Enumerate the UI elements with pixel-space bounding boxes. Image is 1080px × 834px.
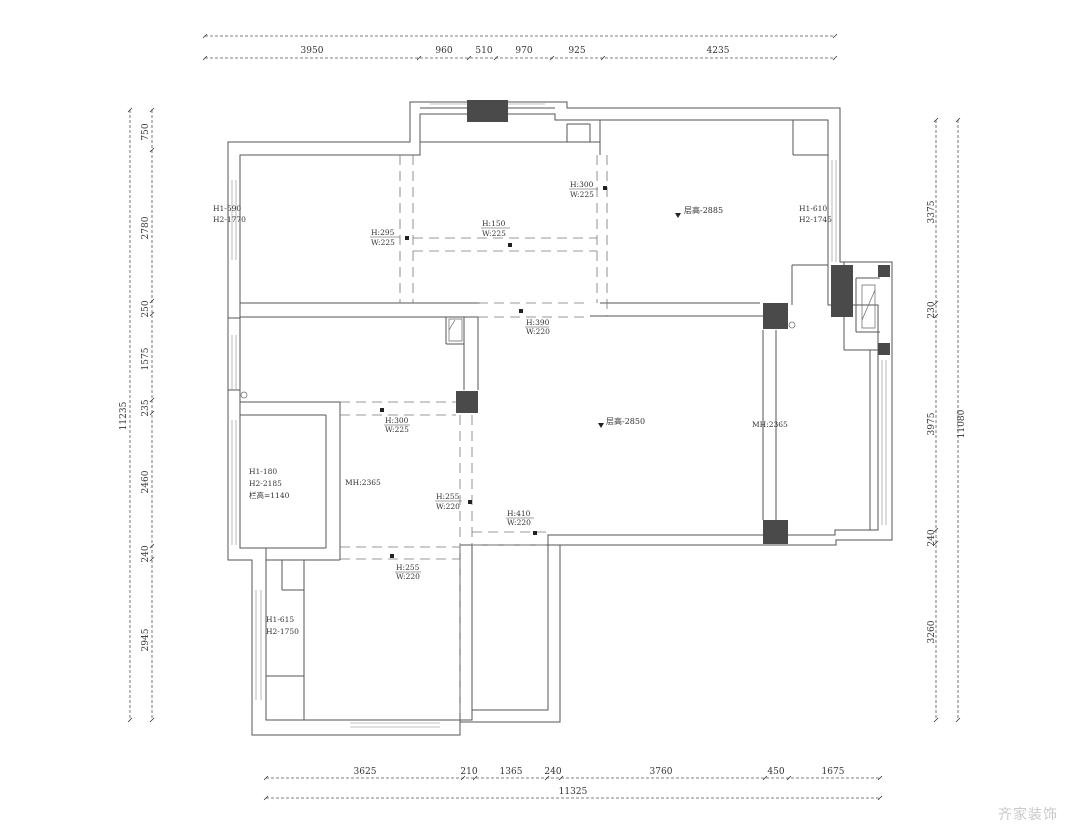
dim-top-2: 960 [435, 46, 452, 56]
beam-label-h: H:300 [570, 180, 594, 189]
label-bay-h1-180: H1-180 [249, 467, 277, 476]
beam-label-w: W:225 [385, 425, 409, 434]
column-bay-top [878, 265, 890, 277]
beam-label-h: H:295 [371, 228, 395, 237]
beam-label-h: H:255 [436, 492, 460, 501]
fixtures [240, 284, 876, 399]
dim-right-3: 3975 [927, 412, 937, 435]
label-bay-h2-2185: H2-2185 [249, 479, 282, 488]
beam-label-underlines [370, 188, 598, 573]
dim-bottom-4: 240 [544, 767, 561, 777]
dim-bottom-6: 450 [767, 767, 784, 777]
dimension-texts: 3950 960 510 970 925 4235 3625 210 1365 … [119, 46, 967, 797]
dim-right-total: 11080 [957, 409, 967, 438]
label-window-h1-590: H1-590 [213, 204, 241, 213]
dim-bottom-2: 210 [460, 767, 477, 777]
label-window-h2-1750: H2-1750 [266, 627, 299, 636]
dim-left-5: 235 [141, 399, 151, 416]
label-window-h1-610: H1-610 [799, 204, 827, 213]
dim-right-5: 3260 [927, 620, 937, 643]
dimension-lines [127, 33, 961, 801]
dim-left-1: 750 [141, 123, 151, 140]
dim-bottom-3: 1365 [500, 767, 523, 777]
dim-left-total: 11235 [119, 401, 129, 430]
dim-top-6: 4235 [707, 46, 730, 56]
dim-top-4: 970 [515, 46, 532, 56]
dim-bottom-1: 3625 [354, 767, 377, 777]
room-labels: H1-590 H2-1770 H1-610 H2-1745 H1-180 H2-… [213, 204, 832, 636]
ceiling-markers [598, 213, 681, 428]
beam-label-w: W:220 [396, 572, 420, 581]
beam-label-w: W:225 [482, 229, 506, 238]
dim-bottom-5: 3760 [650, 767, 673, 777]
beam-lines [340, 155, 608, 720]
label-ceiling-2850: 层高-2850 [606, 416, 645, 426]
dim-left-2: 2780 [141, 216, 151, 239]
beam-label-h: H:255 [396, 563, 420, 572]
beam-label-h: H:410 [507, 509, 531, 518]
beam-label-w: W:220 [507, 518, 531, 527]
beam-label-h: H:390 [526, 318, 550, 327]
dim-top-1: 3950 [301, 46, 324, 56]
label-door-mh-left: MH:2365 [345, 478, 381, 487]
dim-left-7: 240 [141, 545, 151, 562]
beam-markers [380, 186, 607, 558]
beam-label-w: W:225 [371, 238, 395, 247]
inner-wall [239, 113, 879, 721]
dim-right-1: 3375 [927, 200, 937, 223]
label-ceiling-2885: 层高-2885 [684, 205, 723, 215]
column-center [456, 391, 478, 413]
outer-wall [227, 101, 893, 736]
beam-label-h: H:150 [482, 219, 506, 228]
beam-label-w: W:220 [526, 327, 550, 336]
dim-left-4: 1575 [141, 347, 151, 370]
beam-label-w: W:220 [436, 502, 460, 511]
column-bay-bottom [878, 343, 890, 355]
column-right-upper [763, 303, 788, 329]
label-window-h2-1745: H2-1745 [799, 215, 832, 224]
columns [456, 100, 890, 544]
dim-top-5: 925 [568, 46, 585, 56]
label-window-h1-615: H1-615 [266, 615, 294, 624]
dim-top-3: 510 [475, 46, 492, 56]
watermark: 齐家装饰 [998, 807, 1058, 823]
column-right-lower [763, 520, 788, 544]
label-door-mh-right: MH:2365 [752, 420, 788, 429]
dim-left-3: 250 [141, 300, 151, 317]
dim-left-8: 2945 [141, 628, 151, 651]
walls [227, 101, 893, 736]
dim-left-6: 2460 [141, 470, 151, 493]
dim-bottom-7: 1675 [822, 767, 845, 777]
label-bay-rail-1140: 栏高=1140 [249, 490, 290, 500]
beam-label-w: W:225 [570, 190, 594, 199]
column-bay-left [831, 265, 853, 317]
column-top [467, 100, 508, 122]
dim-right-4: 240 [927, 529, 937, 546]
window-lines [231, 103, 887, 728]
dim-bottom-total: 11325 [559, 787, 588, 797]
beam-labels: H:300 W:225 H:295 W:225 H:150 W:225 H:39… [371, 180, 594, 581]
label-window-h2-1770: H2-1770 [213, 215, 246, 224]
beam-label-h: H:300 [385, 416, 409, 425]
dim-right-2: 230 [927, 301, 937, 318]
